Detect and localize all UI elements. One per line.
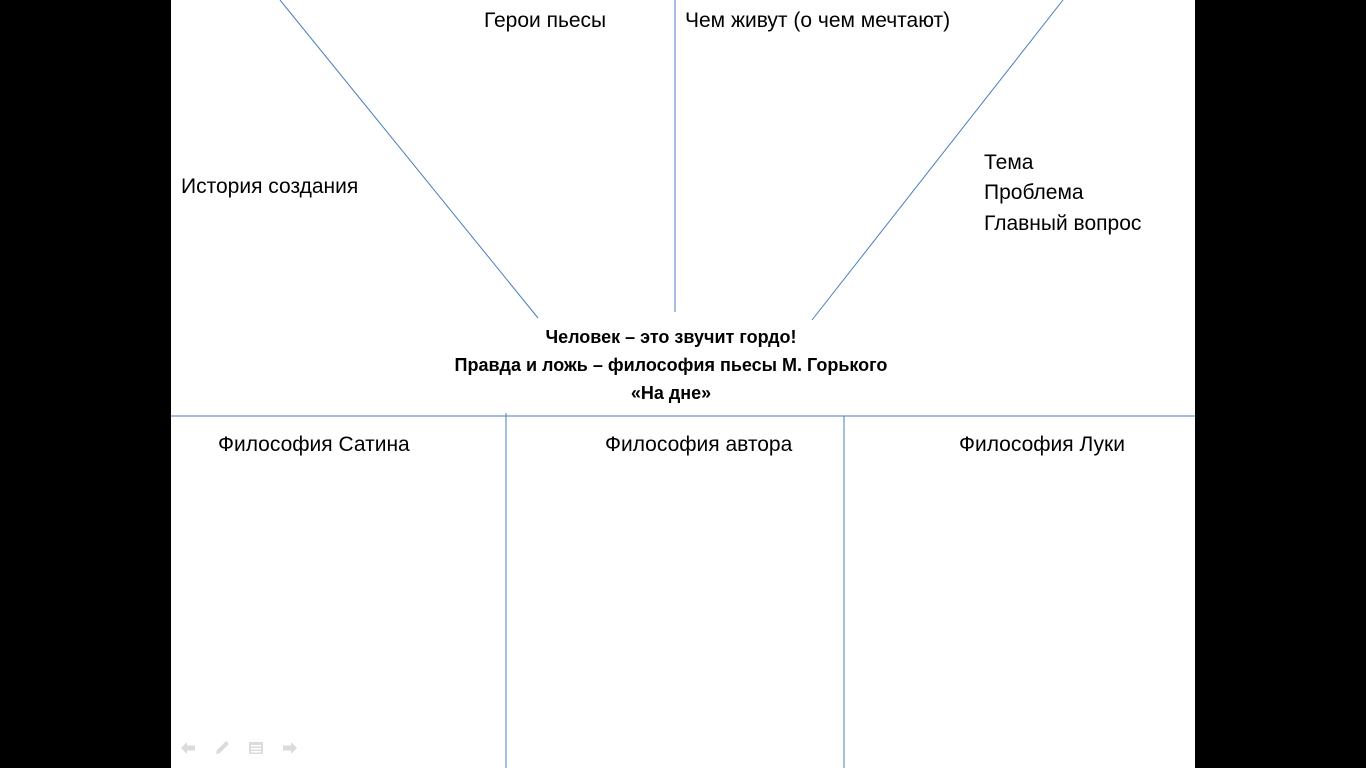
diagonal-line-left xyxy=(279,0,539,319)
label-main-question: Главный вопрос xyxy=(984,212,1142,235)
label-what-they-live-for: Чем живут (о чем мечтают) xyxy=(685,9,951,32)
label-problem: Проблема xyxy=(984,181,1084,204)
center-title-line-2: Правда и ложь – философия пьесы М. Горьк… xyxy=(454,355,888,375)
column-author-philosophy: Философия автора xyxy=(605,433,793,456)
label-theme: Тема xyxy=(984,151,1034,174)
arrow-left-icon[interactable] xyxy=(179,739,197,757)
label-heroes: Герои пьесы xyxy=(484,9,607,32)
center-title-line-1: Человек – это звучит гордо! xyxy=(545,327,797,347)
pen-icon[interactable] xyxy=(213,739,231,757)
column-luka-philosophy: Философия Луки xyxy=(959,433,1125,456)
center-title-line-3: «На дне» xyxy=(630,383,712,403)
diagram-lines xyxy=(171,0,1195,768)
slideshow-nav xyxy=(179,738,299,758)
arrow-right-icon[interactable] xyxy=(281,739,299,757)
slide: Герои пьесы Чем живут (о чем мечтают) Ис… xyxy=(171,0,1195,768)
diagonal-line-right xyxy=(811,0,1064,321)
column-satin-philosophy: Философия Сатина xyxy=(218,433,410,456)
center-title: Человек – это звучит гордо! Правда и лож… xyxy=(371,323,971,407)
label-history-of-creation: История создания xyxy=(181,175,359,198)
menu-icon[interactable] xyxy=(247,739,265,757)
